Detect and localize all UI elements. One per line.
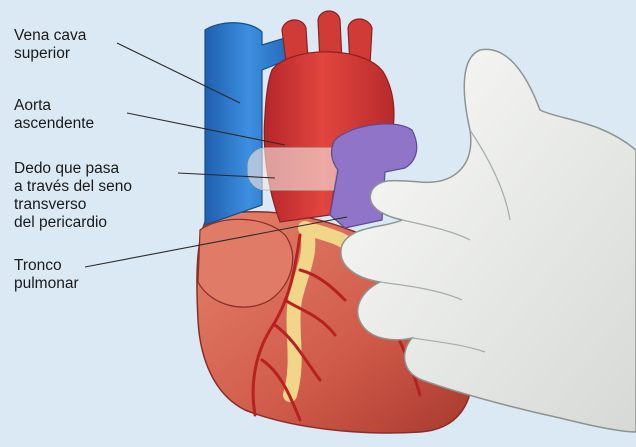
- label-line: Dedo que pasa: [14, 160, 132, 178]
- label-line: del pericardio: [14, 214, 132, 232]
- label-dedo: Dedo que pasa a través del seno transver…: [14, 160, 132, 232]
- label-line: transverso: [14, 196, 132, 214]
- label-line: superior: [14, 45, 86, 63]
- label-line: a través del seno: [14, 178, 132, 196]
- label-line: pulmonar: [14, 275, 79, 293]
- label-line: ascendente: [14, 115, 94, 133]
- label-line: Tronco: [14, 257, 79, 275]
- label-line: Aorta: [14, 97, 94, 115]
- label-tronco: Tronco pulmonar: [14, 257, 79, 293]
- label-line: Vena cava: [14, 27, 86, 45]
- label-vena-cava: Vena cava superior: [14, 27, 86, 63]
- label-aorta: Aorta ascendente: [14, 97, 94, 133]
